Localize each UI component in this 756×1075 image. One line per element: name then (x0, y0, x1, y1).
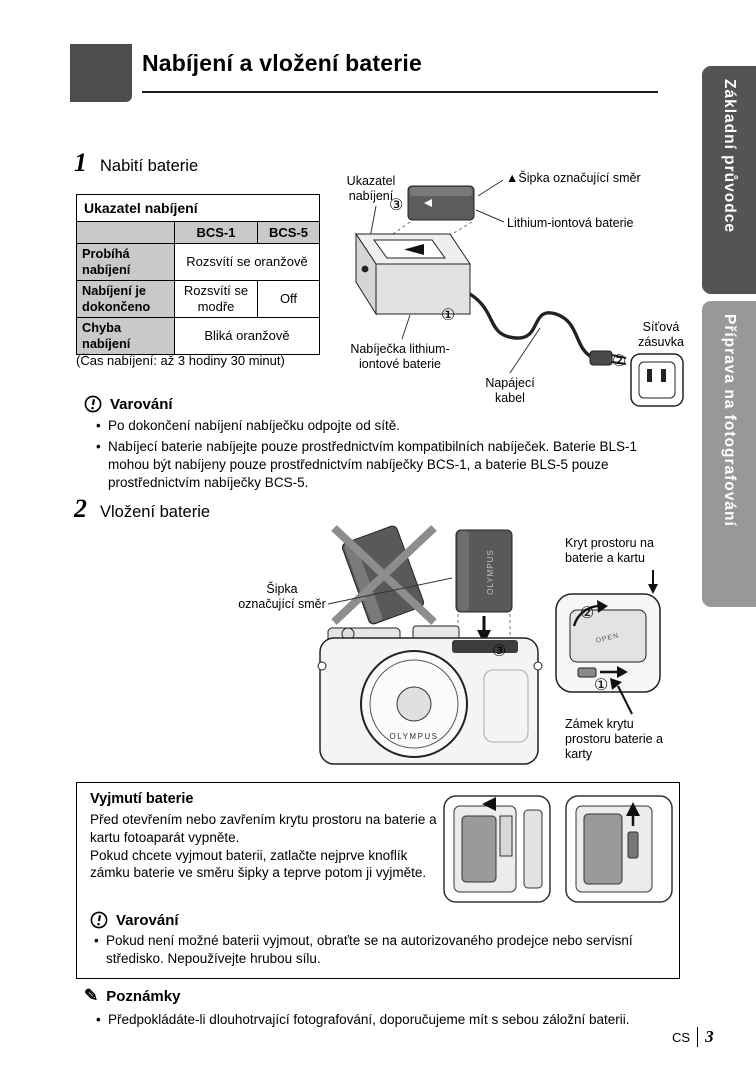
step-marker-2: ② (612, 353, 627, 370)
sidebar-tab-basic-guide: Základní průvodce (702, 66, 756, 294)
table-row: Chyba nabíjení Bliká oranžově (76, 317, 320, 356)
label-power-cable: Napájecí kabel (485, 376, 535, 405)
table-row: Nabíjení je dokončeno Rozsvítí se modře … (76, 279, 320, 319)
sidebar-tab-preparation: Příprava na fotografování (702, 301, 756, 607)
table-row-label: Nabíjení je dokončeno (76, 279, 175, 319)
footer-language: CS (672, 1029, 691, 1045)
warning-item: Nabíjecí baterie nabíjejte pouze prostře… (94, 438, 670, 492)
step1-title: Nabití baterie (100, 157, 199, 175)
charger-illustration (355, 179, 684, 407)
warning-section: Varování Pokud není možné baterii vyjmou… (90, 911, 668, 968)
footer-divider (697, 1027, 699, 1047)
charging-time-note: (Čas nabíjení: až 3 hodiny 30 minut) (76, 353, 285, 368)
notes-header: ✎ Poznámky (84, 986, 684, 1006)
charging-indicator-table: Ukazatel nabíjení BCS-1 BCS-5 Probíhá na… (76, 194, 320, 356)
table-row-value: Rozsvítí se oranžově (174, 243, 320, 281)
notes-item: Předpokládáte-li dlouhotrvající fotograf… (94, 1011, 684, 1029)
table-col-bcs1: BCS-1 (174, 221, 258, 244)
warning-icon (84, 395, 102, 413)
table-row: Probíhá nabíjení Rozsvítí se oranžově (76, 243, 320, 281)
step2-heading: 2 Vložení baterie (74, 494, 210, 524)
step1-heading: 1 Nabití baterie (74, 148, 198, 178)
warning-list: Po dokončení nabíjení nabíječku odpojte … (84, 417, 670, 492)
step1-number: 1 (74, 148, 87, 177)
warning-title: Varování (110, 395, 173, 413)
step2-number: 2 (74, 494, 87, 523)
battery-brand-text: OLYMPUS (486, 549, 495, 595)
label-charger: Nabíječka lithium-iontové baterie (350, 342, 450, 371)
label-cover-lock: Zámek krytu prostoru baterie a karty (565, 717, 663, 761)
battery-removal-box: Vyjmutí baterie Před otevřením nebo zavř… (76, 782, 680, 979)
warning-icon (90, 911, 108, 929)
step-marker-1: ① (594, 677, 609, 694)
notes-title: Poznámky (106, 987, 181, 1005)
warning-title: Varování (116, 911, 179, 929)
label-wall-outlet: Síťová zásuvka (638, 320, 684, 349)
label-charging-indicator: Ukazatel nabíjení (346, 174, 396, 203)
table-row-value-bcs5: Off (257, 279, 320, 319)
warning-item: Pokud není možné baterii vyjmout, obraťt… (92, 932, 668, 968)
label-compartment-cover: Kryt prostoru na baterie a kartu (565, 536, 654, 565)
table-row-label: Chyba nabíjení (76, 317, 175, 356)
warning-item: Po dokončení nabíjení nabíječku odpojte … (94, 417, 670, 435)
step2-title: Vložení baterie (100, 503, 211, 521)
warning-section: Varování Po dokončení nabíjení nabíječku… (84, 395, 670, 492)
table-row-value-bcs1: Rozsvítí se modře (174, 279, 258, 319)
notes-section: ✎ Poznámky Předpokládáte-li dlouhotrvají… (84, 986, 684, 1029)
camera-illustration: OLYMPUS OLYMPUS OPEN (317, 525, 661, 765)
table-row-value: Bliká oranžově (174, 317, 320, 356)
battery-insertion-diagram: OLYMPUS OLYMPUS OPEN (228, 520, 710, 782)
battery-removal-illustration (443, 795, 673, 903)
label-lithium-battery: Lithium-iontová baterie (507, 216, 634, 230)
table-corner-cell (76, 221, 175, 244)
warning-list: Pokud není možné baterii vyjmout, obraťt… (90, 932, 668, 968)
page-title: Nabíjení a vložení baterie (142, 50, 423, 76)
notes-list: Předpokládáte-li dlouhotrvající fotograf… (84, 1011, 684, 1029)
step-marker-3: ③ (389, 197, 404, 214)
warning-header: Varování (84, 395, 670, 413)
step-marker-2: ② (580, 605, 595, 622)
page-footer: CS 3 (672, 1027, 714, 1047)
removal-paragraph: Před otevřením nebo zavřením krytu prost… (90, 812, 437, 845)
sidebar-tab-basic-guide-label: Základní průvodce (721, 79, 738, 233)
label-direction-arrow: ▲Šipka označující směr (506, 171, 641, 185)
header-rule (142, 91, 658, 93)
warning-header: Varování (90, 911, 668, 929)
table-row-label: Probíhá nabíjení (76, 243, 175, 281)
camera-brand-text: OLYMPUS (389, 732, 438, 741)
step-marker-1: ① (441, 307, 456, 324)
table-col-bcs5: BCS-5 (257, 221, 320, 244)
notes-icon: ✎ (84, 986, 99, 1005)
table-title: Ukazatel nabíjení (76, 194, 320, 222)
label-insert-direction: Šipka označující směr (238, 582, 326, 611)
sidebar-tab-preparation-label: Příprava na fotografování (721, 314, 738, 527)
charger-diagram: Ukazatel nabíjení ▲Šipka označující směr… (328, 166, 710, 418)
chapter-marker-square (70, 44, 132, 102)
removal-paragraph: Pokud chcete vyjmout baterii, zatlačte n… (90, 847, 427, 881)
removal-title: Vyjmutí baterie (90, 791, 194, 807)
step-marker-3: ③ (492, 643, 507, 660)
footer-page-number: 3 (705, 1027, 714, 1046)
